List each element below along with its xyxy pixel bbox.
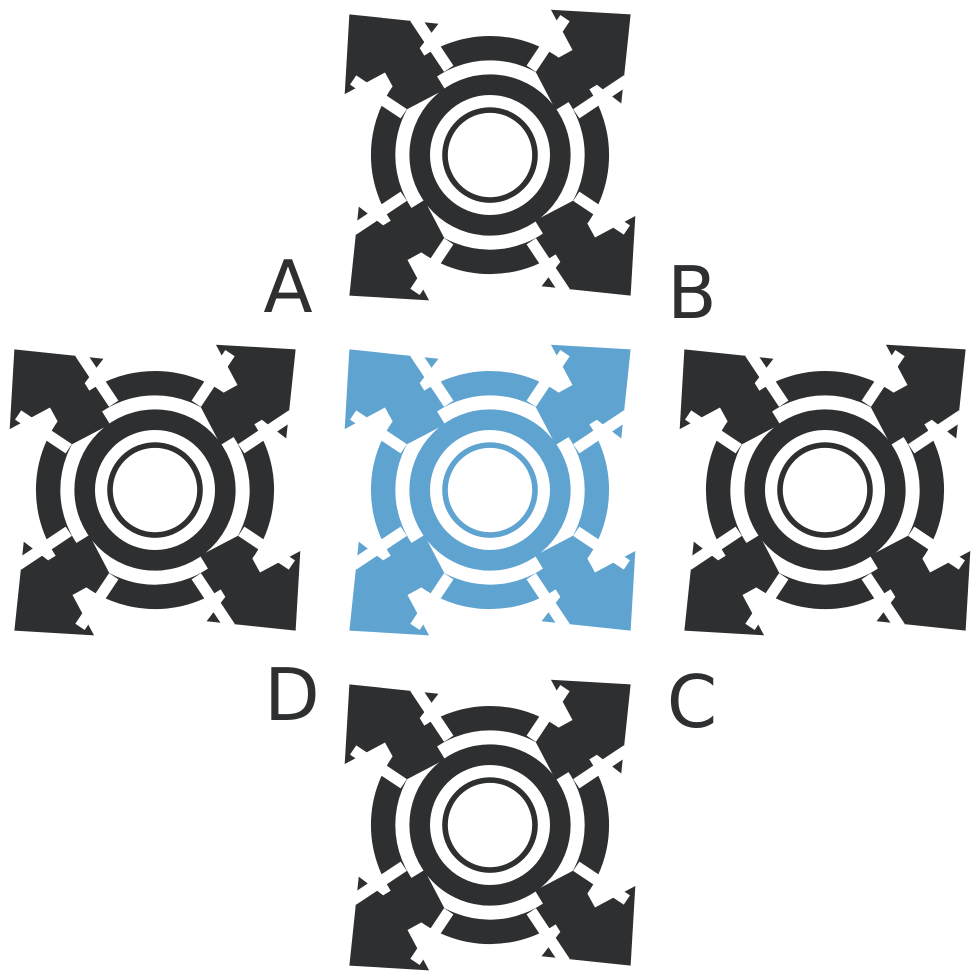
four-way-arrows-target-icon bbox=[345, 345, 636, 636]
four-way-arrows-target-icon bbox=[345, 680, 636, 971]
label-d: D bbox=[264, 653, 319, 737]
label-b: B bbox=[667, 251, 716, 335]
label-a: A bbox=[263, 245, 312, 329]
label-c: C bbox=[667, 660, 717, 744]
node-top bbox=[345, 10, 636, 301]
four-way-arrows-target-icon bbox=[10, 345, 301, 636]
node-left bbox=[10, 345, 301, 636]
node-bottom bbox=[345, 680, 636, 971]
node-center bbox=[345, 345, 636, 636]
four-way-arrows-target-icon bbox=[680, 345, 971, 636]
node-right bbox=[680, 345, 971, 636]
four-way-arrows-target-icon bbox=[345, 10, 636, 301]
